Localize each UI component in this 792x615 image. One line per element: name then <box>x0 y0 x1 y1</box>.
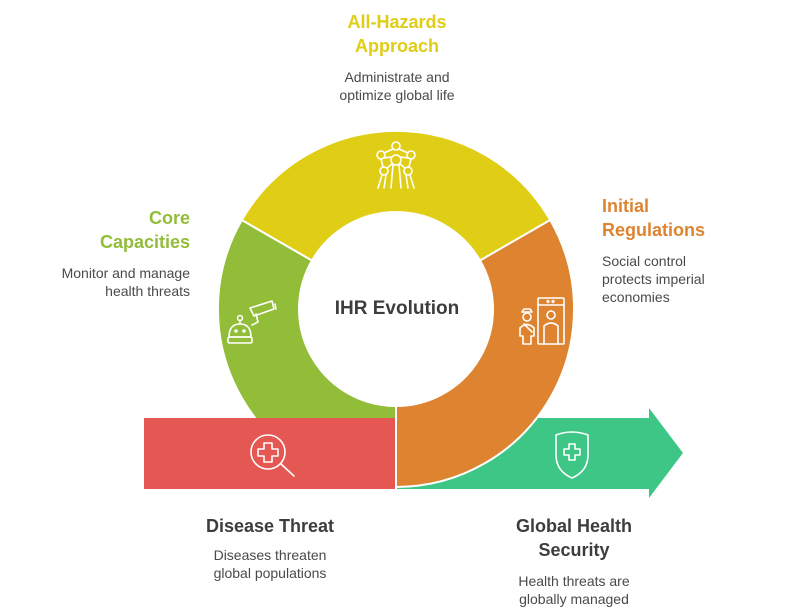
all-hazards-title: All-Hazards Approach <box>290 10 504 58</box>
core-capacities-title-line1: Core <box>148 208 190 228</box>
disease-threat-bar <box>144 418 395 489</box>
security-scanner-icon <box>519 297 565 345</box>
all-hazards-title-line1: All-Hazards <box>347 12 447 32</box>
disease-threat-desc-line1: Diseases threaten <box>213 547 327 563</box>
initial-regulations-title: Initial Regulations <box>602 194 782 242</box>
core-capacities-desc-line1: Monitor and manage <box>61 265 190 281</box>
initial-regulations-title-line1: Initial <box>602 196 650 216</box>
medical-search-icon <box>250 434 295 477</box>
core-capacities-desc: Monitor and manage health threats <box>20 264 190 300</box>
global-health-security-label: Global Health Security Health threats ar… <box>484 514 664 608</box>
global-health-security-title-line1: Global Health <box>515 516 632 536</box>
core-capacities-title: Core Capacities <box>20 206 190 254</box>
initial-regulations-desc: Social control protects imperial economi… <box>602 252 782 306</box>
all-hazards-desc-line2: optimize global life <box>339 87 455 103</box>
global-health-security-desc: Health threats are globally managed <box>484 572 664 608</box>
disease-threat-title: Disease Threat <box>205 516 335 536</box>
initial-regulations-title-line2: Regulations <box>602 220 706 240</box>
global-health-security-title-line2: Security <box>538 540 610 560</box>
all-hazards-desc-line1: Administrate and <box>344 69 450 85</box>
robot-camera-icon <box>227 300 277 344</box>
all-hazards-desc: Administrate and optimize global life <box>290 68 504 104</box>
initial-regulations-desc-line1: Social control <box>602 253 687 269</box>
initial-regulations-label: Initial Regulations Social control prote… <box>602 194 782 306</box>
initial-regulations-desc-line3: economies <box>602 289 670 305</box>
all-hazards-title-line2: Approach <box>354 36 439 56</box>
initial-regulations-desc-line2: protects imperial <box>602 271 705 287</box>
disease-threat-desc: Diseases threaten global populations <box>180 546 360 582</box>
all-hazards-label: All-Hazards Approach Administrate and op… <box>290 10 504 104</box>
core-capacities-desc-line2: health threats <box>105 283 190 299</box>
global-health-security-title: Global Health Security <box>484 514 664 562</box>
global-health-security-desc-line1: Health threats are <box>518 573 630 589</box>
health-shield-icon <box>555 431 589 479</box>
core-capacities-title-line2: Capacities <box>99 232 190 252</box>
center-title: IHR Evolution <box>334 298 460 319</box>
disease-threat-desc-line2: global populations <box>213 565 327 581</box>
core-capacities-label: Core Capacities Monitor and manage healt… <box>20 206 190 300</box>
ring-segment-all-hazards <box>240 129 552 262</box>
ring-segment-initial-regulations <box>395 218 575 489</box>
disease-threat-label: Disease Threat Diseases threaten global … <box>180 514 360 582</box>
atomium-icon <box>376 141 416 189</box>
global-health-security-desc-line2: globally managed <box>519 591 629 607</box>
